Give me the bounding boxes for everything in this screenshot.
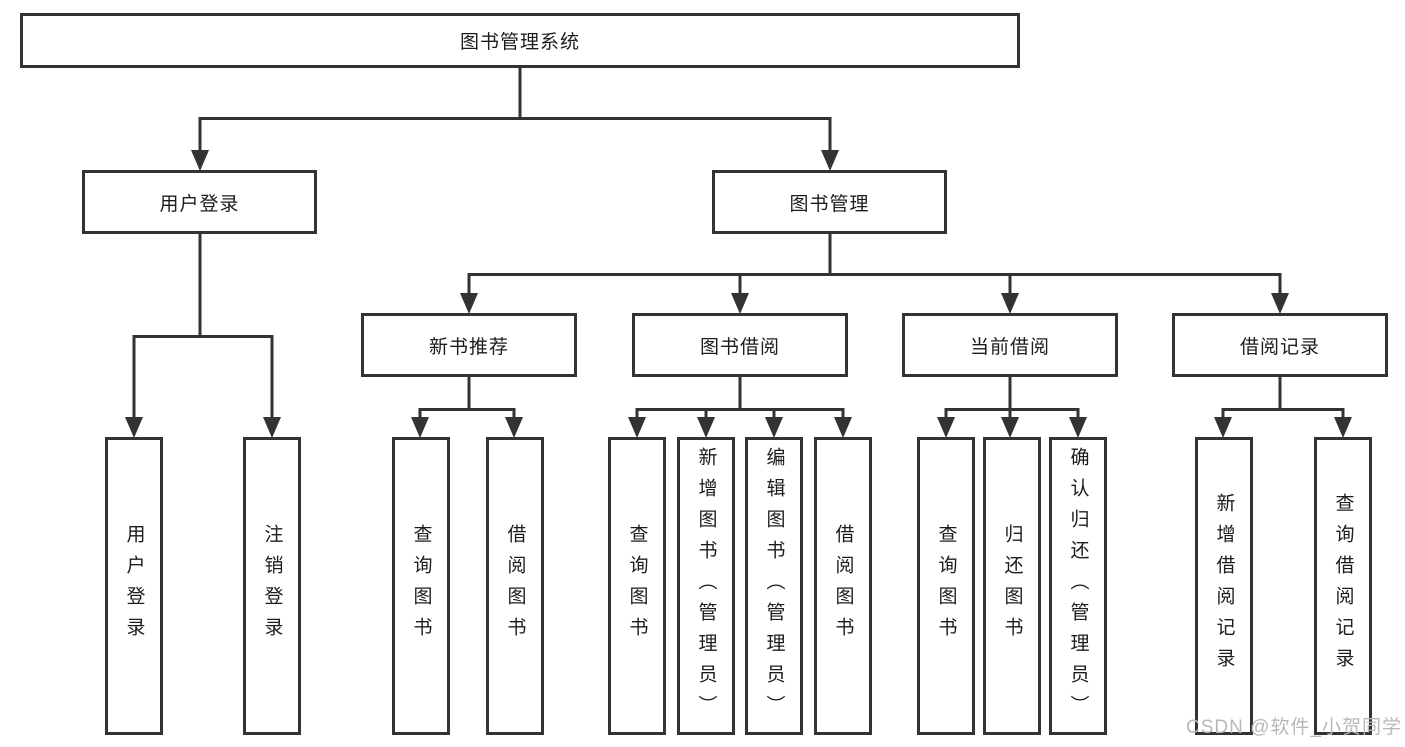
- node-current-borrow: 当前借阅: [902, 313, 1118, 377]
- node-library-system: 图书管理系统: [20, 13, 1020, 68]
- node-borrow-record: 借阅记录: [1172, 313, 1388, 377]
- leaf-nbr-query-book: 查询图书: [392, 437, 450, 735]
- node-user-login: 用户登录: [82, 170, 317, 234]
- leaf-user-login: 用户登录: [105, 437, 163, 735]
- node-new-book-recommend: 新书推荐: [361, 313, 577, 377]
- leaf-cb-confirm-return-admin: 确认归还（管理员）: [1049, 437, 1107, 735]
- node-borrow-record-label: 借阅记录: [1239, 336, 1320, 358]
- leaf-cb-return-book: 归还图书: [983, 437, 1041, 735]
- leaf-bb-edit-book-admin: 编辑图书（管理员）: [745, 437, 803, 735]
- leaf-nbr-borrow-book-label: 借阅图书: [504, 524, 526, 648]
- leaf-bb-edit-book-admin-label: 编辑图书（管理员）: [763, 446, 785, 726]
- node-new-book-recommend-label: 新书推荐: [428, 336, 509, 358]
- leaf-br-add-record-label: 新增借阅记录: [1213, 493, 1235, 679]
- leaf-bb-borrow-book: 借阅图书: [814, 437, 872, 735]
- leaf-nbr-borrow-book: 借阅图书: [486, 437, 544, 735]
- leaf-br-add-record: 新增借阅记录: [1195, 437, 1253, 735]
- leaf-bb-borrow-book-label: 借阅图书: [832, 524, 854, 648]
- leaf-br-query-record: 查询借阅记录: [1314, 437, 1372, 735]
- leaf-logout-label: 注销登录: [261, 524, 283, 648]
- node-library-system-label: 图书管理系统: [459, 32, 580, 53]
- leaf-user-login-label: 用户登录: [123, 524, 145, 648]
- node-book-management-label: 图书管理: [789, 193, 870, 215]
- csdn-watermark: CSDN @软件_小贺同学: [1186, 717, 1402, 738]
- node-book-management: 图书管理: [712, 170, 947, 234]
- leaf-bb-add-book-admin-label: 新增图书（管理员）: [695, 446, 717, 726]
- node-current-borrow-label: 当前借阅: [969, 336, 1050, 358]
- leaf-logout: 注销登录: [243, 437, 301, 735]
- leaf-bb-query-book-label: 查询图书: [626, 524, 648, 648]
- leaf-nbr-query-book-label: 查询图书: [410, 524, 432, 648]
- leaf-cb-confirm-return-admin-label: 确认归还（管理员）: [1067, 446, 1089, 726]
- node-user-login-label: 用户登录: [159, 193, 240, 215]
- leaf-cb-query-book-label: 查询图书: [935, 524, 957, 648]
- node-book-borrow-label: 图书借阅: [699, 336, 780, 358]
- leaf-bb-add-book-admin: 新增图书（管理员）: [677, 437, 735, 735]
- leaf-br-query-record-label: 查询借阅记录: [1332, 493, 1354, 679]
- leaf-bb-query-book: 查询图书: [608, 437, 666, 735]
- leaf-cb-query-book: 查询图书: [917, 437, 975, 735]
- leaf-cb-return-book-label: 归还图书: [1001, 524, 1023, 648]
- node-book-borrow: 图书借阅: [632, 313, 848, 377]
